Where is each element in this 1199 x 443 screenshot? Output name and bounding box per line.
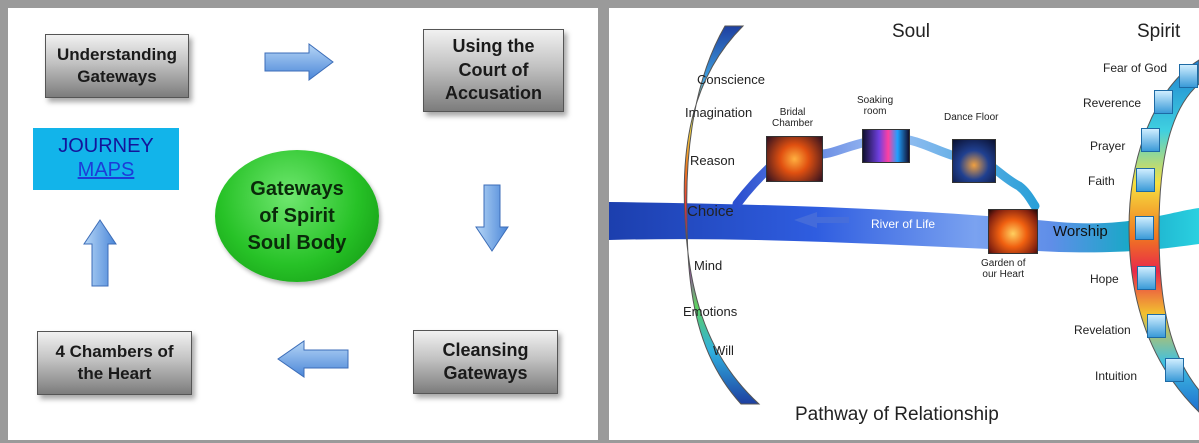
spirit-fear-of-god: Fear of God: [1103, 61, 1168, 75]
faculty-conscience: Conscience: [697, 72, 765, 87]
faculty-will: Will: [713, 343, 734, 358]
arrow-up-icon: [83, 219, 117, 287]
four-chambers-box: 4 Chambers of the Heart: [37, 331, 192, 395]
gateways-panel: Understanding Gateways Using the Court o…: [8, 8, 598, 440]
faculty-reason: Reason: [690, 153, 735, 168]
center-circle: Gateways of Spirit Soul Body: [215, 150, 379, 282]
arrow-right-icon: [264, 43, 334, 81]
faculty-imagination: Imagination: [685, 105, 753, 120]
spirit-intuition: Intuition: [1095, 369, 1138, 383]
worship-label: Worship: [1053, 223, 1108, 240]
understanding-gateways-box: Understanding Gateways: [45, 34, 189, 98]
spirit-faith: Faith: [1088, 174, 1115, 188]
spirit-prayer: Prayer: [1090, 139, 1126, 153]
spirit-hope: Hope: [1090, 272, 1119, 286]
spirit-tile-icon: [1137, 266, 1156, 290]
spirit-title: Spirit: [1137, 21, 1181, 42]
faculty-choice: Choice: [687, 203, 734, 220]
arrow-down-icon: [475, 184, 509, 252]
dance-floor-label: Dance Floor: [944, 112, 999, 123]
spirit-tile-icon: [1147, 314, 1166, 338]
court-of-accusation-box: Using the Court of Accusation: [423, 29, 564, 112]
spirit-tile-icon: [1136, 168, 1155, 192]
soaking-room-image: [862, 129, 910, 163]
river-of-life-label: River of Life: [871, 217, 936, 231]
faculty-emotions: Emotions: [683, 304, 738, 319]
journey-maps-box[interactable]: JOURNEY MAPS: [33, 128, 179, 190]
soaking-room-label: Soaking room: [857, 95, 894, 117]
spirit-tile-icon: [1165, 358, 1184, 382]
journey-title: JOURNEY: [58, 135, 154, 157]
faculty-mind: Mind: [694, 258, 723, 273]
soul-title: Soul: [892, 21, 931, 42]
spirit-tile-icon: [1154, 90, 1173, 114]
spirit-revelation: Revelation: [1074, 323, 1131, 337]
spirit-tile-icon: [1179, 64, 1198, 88]
pathway-title: Pathway of Relationship: [795, 404, 999, 425]
pathway-panel: Soul Spirit Conscience Imagination Reaso…: [609, 8, 1199, 440]
garden-heart-label: Garden of our Heart: [981, 258, 1026, 280]
cleansing-gateways-box: Cleansing Gateways: [413, 330, 558, 394]
bridal-chamber-image: [766, 136, 823, 182]
spirit-tile-icon: [1141, 128, 1160, 152]
spirit-reverence: Reverence: [1083, 96, 1142, 110]
maps-link[interactable]: MAPS: [77, 159, 135, 181]
bridal-chamber-label: Bridal Chamber: [772, 107, 814, 129]
arrow-left-icon: [277, 340, 349, 378]
garden-heart-image: [988, 209, 1038, 254]
dance-floor-image: [952, 139, 996, 183]
spirit-tile-icon: [1135, 216, 1154, 240]
